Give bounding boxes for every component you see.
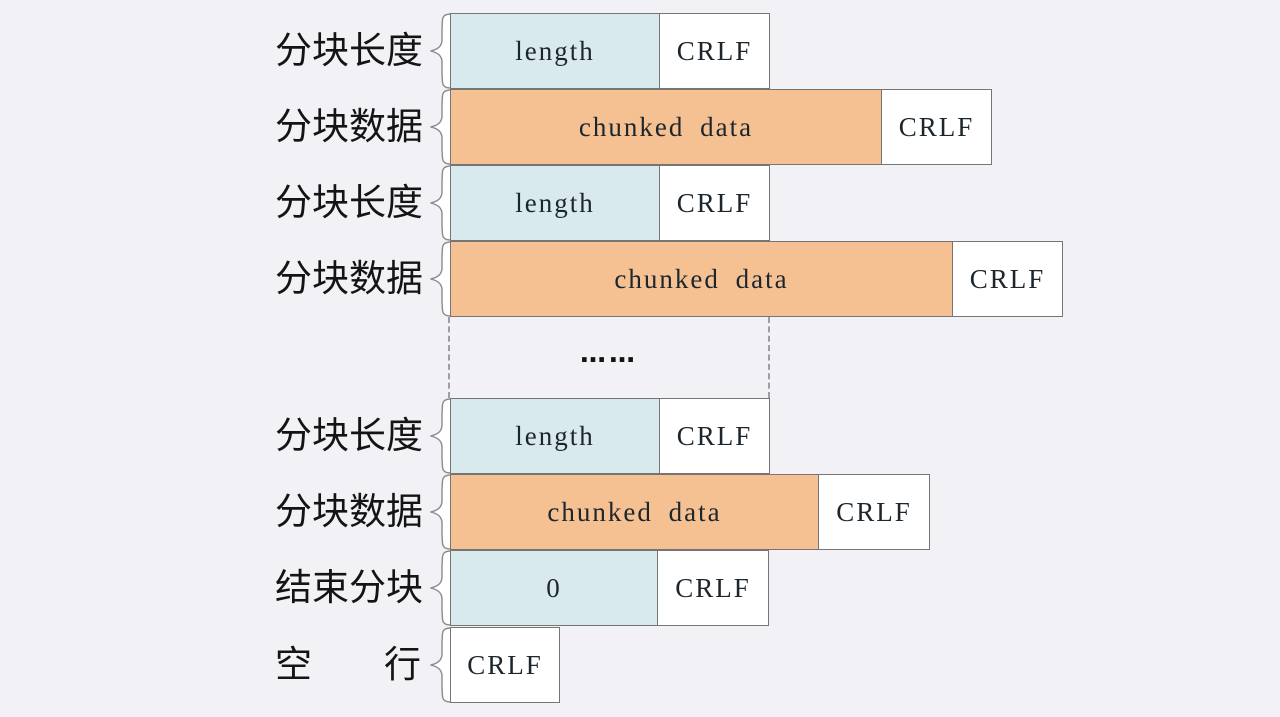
row-label-chunk-data: 分块数据 [275,105,423,147]
crlf-box: CRLF [818,474,930,550]
ellipsis-text: …… [580,339,638,369]
curly-brace-icon [430,89,452,165]
chunked-data-box: chunked data [450,474,819,550]
length-box: length [450,398,660,474]
length-box: length [450,165,660,241]
crlf-box: CRLF [659,13,770,89]
crlf-box: CRLF [952,241,1063,317]
crlf-box: CRLF [659,165,770,241]
crlf-box: CRLF [659,398,770,474]
curly-brace-icon [430,241,452,317]
row-label-empty-line: 空行 [275,643,421,685]
row-label-chunk-data: 分块数据 [275,257,423,299]
row-label-chunk-length: 分块长度 [275,414,423,456]
continuation-dashed-line-left [448,317,450,398]
row-label-chunk-length: 分块长度 [275,29,423,71]
curly-brace-icon [430,550,452,626]
crlf-box: CRLF [657,550,769,626]
curly-brace-icon [430,165,452,241]
length-box: length [450,13,660,89]
chunked-data-box: chunked data [450,241,953,317]
crlf-box: CRLF [450,627,560,703]
curly-brace-icon [430,13,452,89]
continuation-dashed-line-right [768,317,770,398]
row-label-chunk-data: 分块数据 [275,490,423,532]
curly-brace-icon [430,398,452,474]
curly-brace-icon [430,474,452,550]
zero-box: 0 [450,550,658,626]
crlf-box: CRLF [881,89,992,165]
curly-brace-icon [430,627,452,703]
row-label-end-chunk: 结束分块 [275,566,423,608]
row-label-chunk-length: 分块长度 [275,181,423,223]
chunked-data-box: chunked data [450,89,882,165]
